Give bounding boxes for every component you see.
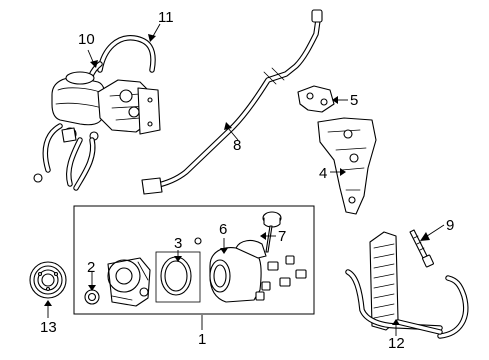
bracket-5	[297, 85, 335, 113]
callout-7: 7	[278, 228, 286, 245]
cap-7	[262, 211, 282, 253]
callout-2: 2	[87, 259, 95, 276]
callout-11: 11	[158, 9, 174, 26]
bracket-4	[317, 117, 377, 215]
callout-1: 1	[198, 331, 206, 348]
seal-2	[84, 289, 100, 305]
callout-6: 6	[219, 221, 227, 238]
bolt-9	[409, 229, 434, 268]
kit-box	[73, 205, 315, 315]
pulley-13	[29, 261, 67, 299]
callout-12: 12	[388, 335, 405, 352]
callout-10: 10	[78, 31, 95, 48]
cooler-12	[345, 231, 469, 339]
callout-13: 13	[40, 319, 57, 336]
callout-3: 3	[174, 235, 182, 252]
pump	[107, 257, 151, 307]
reservoir-hose-assembly	[33, 35, 161, 191]
fittings	[255, 255, 307, 301]
callouts: 1 2 3 4 5 6 7 8 9 10 11 12 13	[40, 9, 454, 352]
leader-lines	[44, 23, 445, 336]
gasket-3	[155, 237, 202, 303]
reservoir-6	[209, 239, 267, 303]
callout-4: 4	[319, 165, 327, 182]
pressure-hose	[141, 9, 323, 195]
callout-5: 5	[350, 92, 358, 109]
callout-9: 9	[446, 217, 454, 234]
callout-8: 8	[233, 137, 241, 154]
